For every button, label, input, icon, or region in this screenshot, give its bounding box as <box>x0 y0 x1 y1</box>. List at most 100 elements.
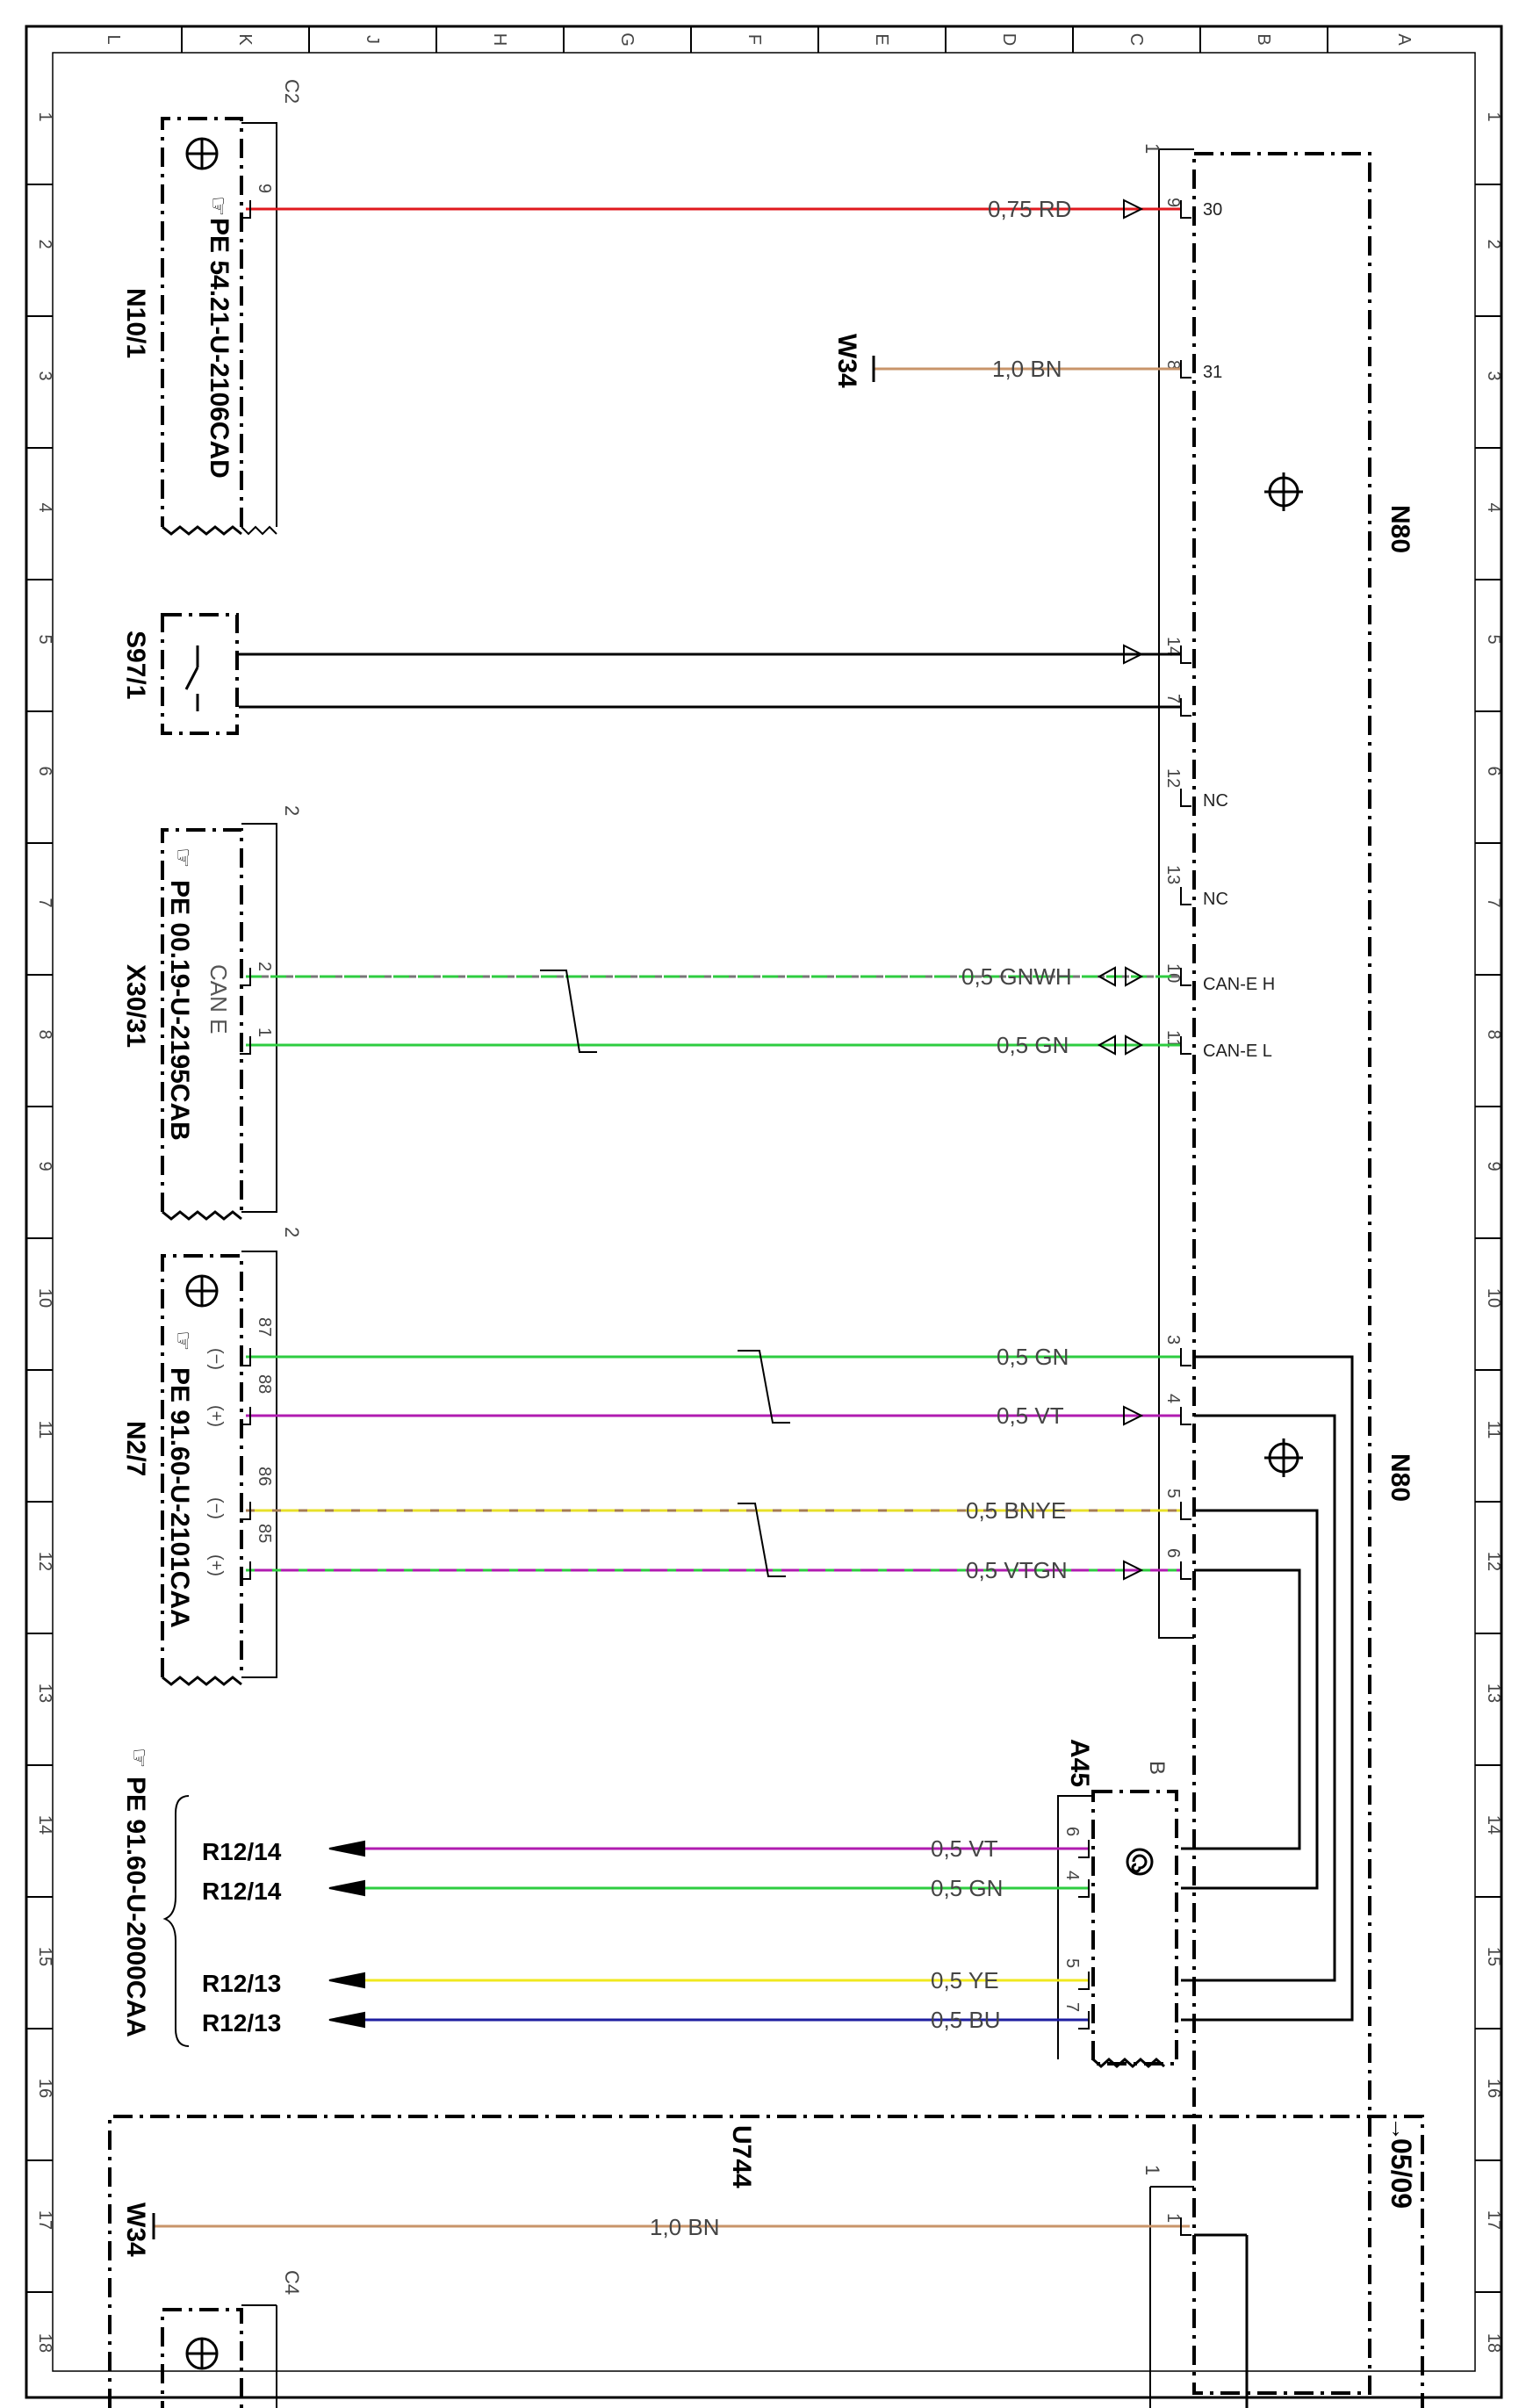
bidirectional-arrow-icon <box>1125 1035 1144 1056</box>
x30-31-housing <box>161 828 243 1212</box>
a45-module[interactable]: A45 B 6 4 5 7 <box>1057 1739 1178 2069</box>
n80-connector-number: 1 <box>1141 143 1163 154</box>
twisted-pair-marker <box>540 970 597 1053</box>
n10-1-module[interactable]: ☞ PE 54.21-U-2106CAD N10/1 C2 9 <box>121 79 303 536</box>
x30-31-code: X30/31 <box>121 964 150 1048</box>
n80-pin-number: 9 <box>1163 198 1183 207</box>
grid-row-label-right: 8 <box>1484 1029 1503 1039</box>
wire-label: 0,5 VT <box>931 1835 998 1862</box>
grid-row-label-left: 7 <box>35 898 54 907</box>
grid-row-label-left: 12 <box>35 1552 54 1571</box>
output-arrow-icon <box>328 2011 365 2029</box>
n80-module[interactable]: 1 N80 N80 <box>1141 143 1414 2395</box>
a45-pin-number: 6 <box>1062 1827 1082 1836</box>
a45-housing <box>1091 1790 1178 2066</box>
pe-reference-icon: ☞ <box>170 847 197 868</box>
grid-row-label-left: 3 <box>35 371 54 380</box>
grid-row-label-right: 7 <box>1484 898 1503 907</box>
n80-lower-code-label: N80 <box>1386 1453 1414 1502</box>
s97-1-switch[interactable]: S97/1 <box>121 613 239 735</box>
u744-wire-label: 1,0 BN <box>650 2214 720 2240</box>
wire-harness <box>239 207 1354 2408</box>
grid-row-label-right: 4 <box>1484 502 1503 512</box>
wire-loop-n80-a45 <box>1181 1509 1319 1890</box>
wire-label: 0,5 GN <box>931 1875 1003 1901</box>
grid-col-label: A <box>1394 33 1414 46</box>
u744-connector-label: 1 <box>1141 2165 1163 2175</box>
r12-13-ref: R12/13 <box>202 1970 281 1997</box>
grid-column-labels: L K J H G F E D C B A <box>104 32 1414 47</box>
grid-row-label-left: 18 <box>35 2333 54 2353</box>
direction-arrow-icon <box>1123 644 1144 665</box>
n2-7-pin-sign: (−) <box>206 1497 226 1519</box>
a45-pin-number: 5 <box>1062 1958 1082 1968</box>
n2-7-pin-number: 88 <box>255 1374 274 1394</box>
u744-ground-label: W34 <box>121 2203 150 2257</box>
grid-row-ticks <box>26 184 1501 2293</box>
n2-7-code: N2/7 <box>121 1421 150 1476</box>
grid-row-label-left: 13 <box>35 1683 54 1703</box>
n80-terminal-nc-12: NC <box>1203 791 1228 811</box>
x30-31-pin-number: 2 <box>255 962 274 971</box>
grid-row-labels: 1 2 3 4 5 6 7 8 9 10 11 12 13 14 15 16 1… <box>35 112 1503 2353</box>
n10-1-connector-label: C2 <box>281 79 303 104</box>
n80-pin-number: 10 <box>1163 963 1183 983</box>
n2-7-housing <box>161 1254 243 1677</box>
wire-label: 1,0 BN <box>992 356 1062 382</box>
u744-code: U744 <box>727 2125 756 2188</box>
twisted-pair-marker <box>738 1350 790 1424</box>
s97-1-code: S97/1 <box>121 631 150 699</box>
a45-code: A45 <box>1065 1739 1094 1787</box>
n2-7-break-edge <box>162 1676 242 1686</box>
wire-label: 0,5 VT <box>997 1402 1064 1429</box>
n2-7-pin-labels: (−) 87 (+) 88 (−) 86 (+) 85 <box>206 1317 274 1576</box>
wire-loop-n80-a45 <box>1181 1355 1354 2022</box>
n80-pin-number: 4 <box>1163 1394 1183 1403</box>
r12-14-ref: R12/14 <box>202 1838 282 1865</box>
grid-col-label: E <box>872 33 891 45</box>
r12-13-ref: R12/13 <box>202 2009 281 2037</box>
grid-col-label: F <box>745 34 764 45</box>
wire-label: 0,5 GNWH <box>961 963 1072 990</box>
u744-c4-housing <box>161 2308 243 2408</box>
n2-7-module[interactable]: ☞ PE 91.60-U-2101CAA N2/7 2 (−) 87 (+) 8… <box>121 1227 303 1686</box>
sheet-frame <box>25 25 1503 2399</box>
grid-row-label-left: 15 <box>35 1947 54 1966</box>
n80-housing-dashed <box>1192 152 1371 2395</box>
grid-col-label: J <box>363 35 382 44</box>
grid-row-label-right: 13 <box>1484 1683 1503 1703</box>
n2-7-pin-sign: (+) <box>206 1405 226 1427</box>
r12-14-ref: R12/14 <box>202 1878 282 1905</box>
pe-reference-icon: ☞ <box>170 1330 197 1351</box>
u744-boundary <box>108 2115 1424 2408</box>
page-ref-arrow-icon: → <box>1386 2116 1414 2141</box>
n2-7-pin-sign: (+) <box>206 1554 226 1576</box>
x30-31-connector[interactable]: ☞ PE 00.19-U-2195CAB X30/31 CAN E 2 2 1 <box>121 805 303 1221</box>
n2-7-pin-number: 86 <box>255 1467 274 1486</box>
n80-pin-number: 13 <box>1163 865 1183 884</box>
group-brace <box>162 1795 190 2047</box>
wire-labels: 0,75 RD 1,0 BN W34 0,5 GNWH 0,5 GN 0,5 G… <box>832 196 1072 2033</box>
n80-terminal-30: 30 <box>1203 200 1222 220</box>
grid-row-label-left: 11 <box>35 1421 54 1439</box>
grid-row-label-left: 5 <box>35 634 54 644</box>
grid-column-ticks <box>181 26 1328 53</box>
pe-reference-icon: ☞ <box>205 196 232 216</box>
u744-section[interactable]: U744 05/09 → 1 1 W34 1,0 BN C4 <box>108 2115 1424 2408</box>
grid-row-label-right: 17 <box>1484 2210 1503 2230</box>
n10-1-code: N10/1 <box>121 288 150 358</box>
grid-col-label: H <box>490 33 509 46</box>
direction-arrow-icon <box>1123 1405 1144 1426</box>
n10-1-part-number: PE 54.21-U-2106CAD <box>205 218 234 479</box>
wire-label: 0,75 RD <box>988 196 1071 222</box>
grid-row-label-right: 18 <box>1484 2333 1503 2353</box>
grid-row-label-right: 9 <box>1484 1161 1503 1171</box>
grid-row-label-right: 3 <box>1484 371 1503 380</box>
grid-col-label: D <box>999 33 1019 46</box>
a45-connector-label: B <box>1145 1761 1169 1775</box>
grid-row-label-right: 15 <box>1484 1947 1503 1966</box>
bidirectional-arrow-icon <box>1125 966 1144 987</box>
grid-row-label-left: 14 <box>35 1815 54 1835</box>
pe-reference-icon: ☞ <box>126 1748 153 1768</box>
u744-page-ref: 05/09 <box>1386 2138 1417 2209</box>
